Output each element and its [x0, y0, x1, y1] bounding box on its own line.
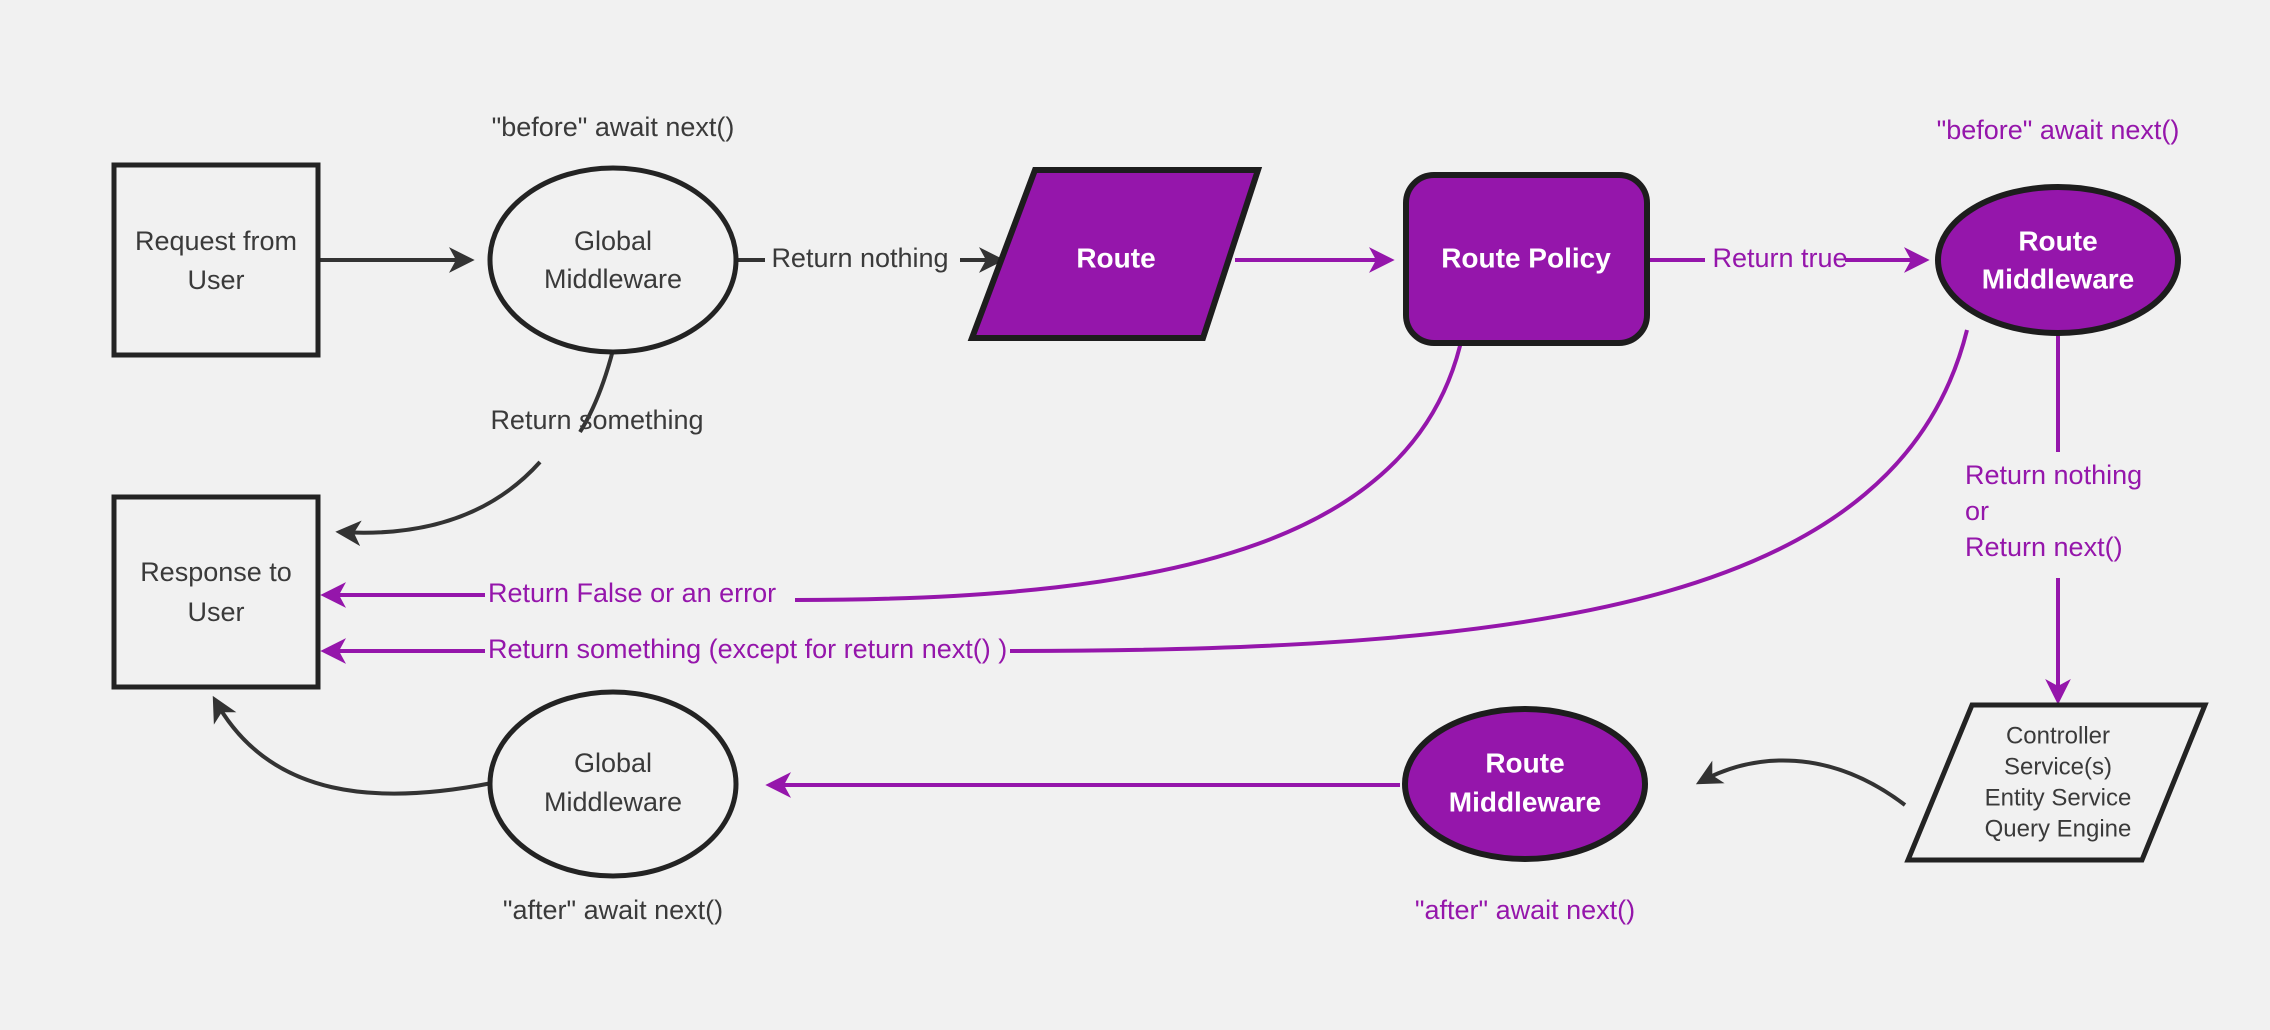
annotation-after-await-next-global: "after" await next() — [503, 895, 723, 925]
node-global-middleware-top[interactable]: Global Middleware — [487, 165, 739, 355]
annotation-after-await-next-route-middleware: "after" await next() — [1415, 895, 1635, 925]
node-route[interactable]: Route — [967, 167, 1263, 341]
response-to-user-label-line1: Response to — [140, 557, 292, 587]
edge-global-middleware-to-response-lower — [335, 460, 542, 547]
edge-global-middleware-to-response-upper — [578, 349, 615, 434]
request-from-user-label-line2: User — [187, 265, 244, 295]
route-policy-box — [1403, 172, 1650, 346]
request-from-user-label-line1: Request from — [135, 226, 297, 256]
controller-label-line4: Query Engine — [1985, 815, 2132, 842]
route-label: Route — [1076, 242, 1155, 273]
global-middleware-top-ellipse — [487, 165, 739, 355]
route-policy-label: Route Policy — [1441, 242, 1611, 273]
route-middleware-top-label-line2: Middleware — [1982, 263, 2134, 294]
controller-label-line2: Service(s) — [2004, 753, 2112, 780]
controller-label-line1: Controller — [2006, 722, 2110, 749]
global-middleware-bottom-label-line1: Global — [574, 748, 652, 778]
edge-label-return-true: Return true — [1712, 243, 1847, 273]
global-middleware-bottom-ellipse — [487, 689, 739, 879]
edge-global-middleware-bottom-to-response — [212, 695, 493, 796]
annotation-before-await-next-route-middleware: "before" await next() — [1937, 115, 2180, 145]
annotation-return-nothing-line3: Return next() — [1965, 532, 2123, 562]
node-route-middleware-top[interactable]: Route Middleware — [1935, 184, 2181, 336]
node-route-policy[interactable]: Route Policy — [1403, 172, 1650, 346]
node-global-middleware-bottom[interactable]: Global Middleware — [487, 689, 739, 879]
edge-route-middleware-to-response-curve — [1009, 329, 1969, 653]
route-middleware-bottom-ellipse — [1402, 706, 1648, 862]
response-to-user-box — [111, 494, 321, 690]
edge-label-return-something: Return something — [490, 405, 703, 435]
edge-controller-to-route-middleware-bottom — [1695, 758, 1907, 807]
node-route-middleware-bottom[interactable]: Route Middleware — [1402, 706, 1648, 862]
edge-route-policy-to-response-curve — [794, 332, 1465, 602]
edge-label-return-nothing: Return nothing — [771, 243, 948, 273]
route-middleware-top-ellipse — [1935, 184, 2181, 336]
route-middleware-bottom-label-line1: Route — [1485, 747, 1564, 778]
annotation-return-nothing-line2: or — [1965, 496, 1989, 526]
controller-label-line3: Entity Service — [1985, 784, 2132, 811]
response-to-user-label-line2: User — [187, 597, 244, 627]
route-parallelogram — [967, 167, 1263, 341]
route-middleware-bottom-label-line2: Middleware — [1449, 786, 1601, 817]
node-controller-services[interactable]: Controller Service(s) Entity Service Que… — [1904, 702, 2209, 863]
annotation-return-nothing-line1: Return nothing — [1965, 460, 2142, 490]
annotation-before-await-next-global: "before" await next() — [492, 112, 735, 142]
controller-parallelogram — [1904, 702, 2209, 863]
edge-label-return-false-or-error: Return False or an error — [488, 578, 776, 608]
global-middleware-bottom-label-line2: Middleware — [544, 787, 682, 817]
node-response-to-user[interactable]: Response to User — [111, 494, 321, 690]
node-request-from-user[interactable]: Request from User — [111, 162, 321, 358]
global-middleware-top-label-line2: Middleware — [544, 264, 682, 294]
route-middleware-top-label-line1: Route — [2018, 225, 2097, 256]
global-middleware-top-label-line1: Global — [574, 226, 652, 256]
edge-label-return-something-except-next: Return something (except for return next… — [488, 634, 1007, 664]
request-from-user-box — [111, 162, 321, 358]
